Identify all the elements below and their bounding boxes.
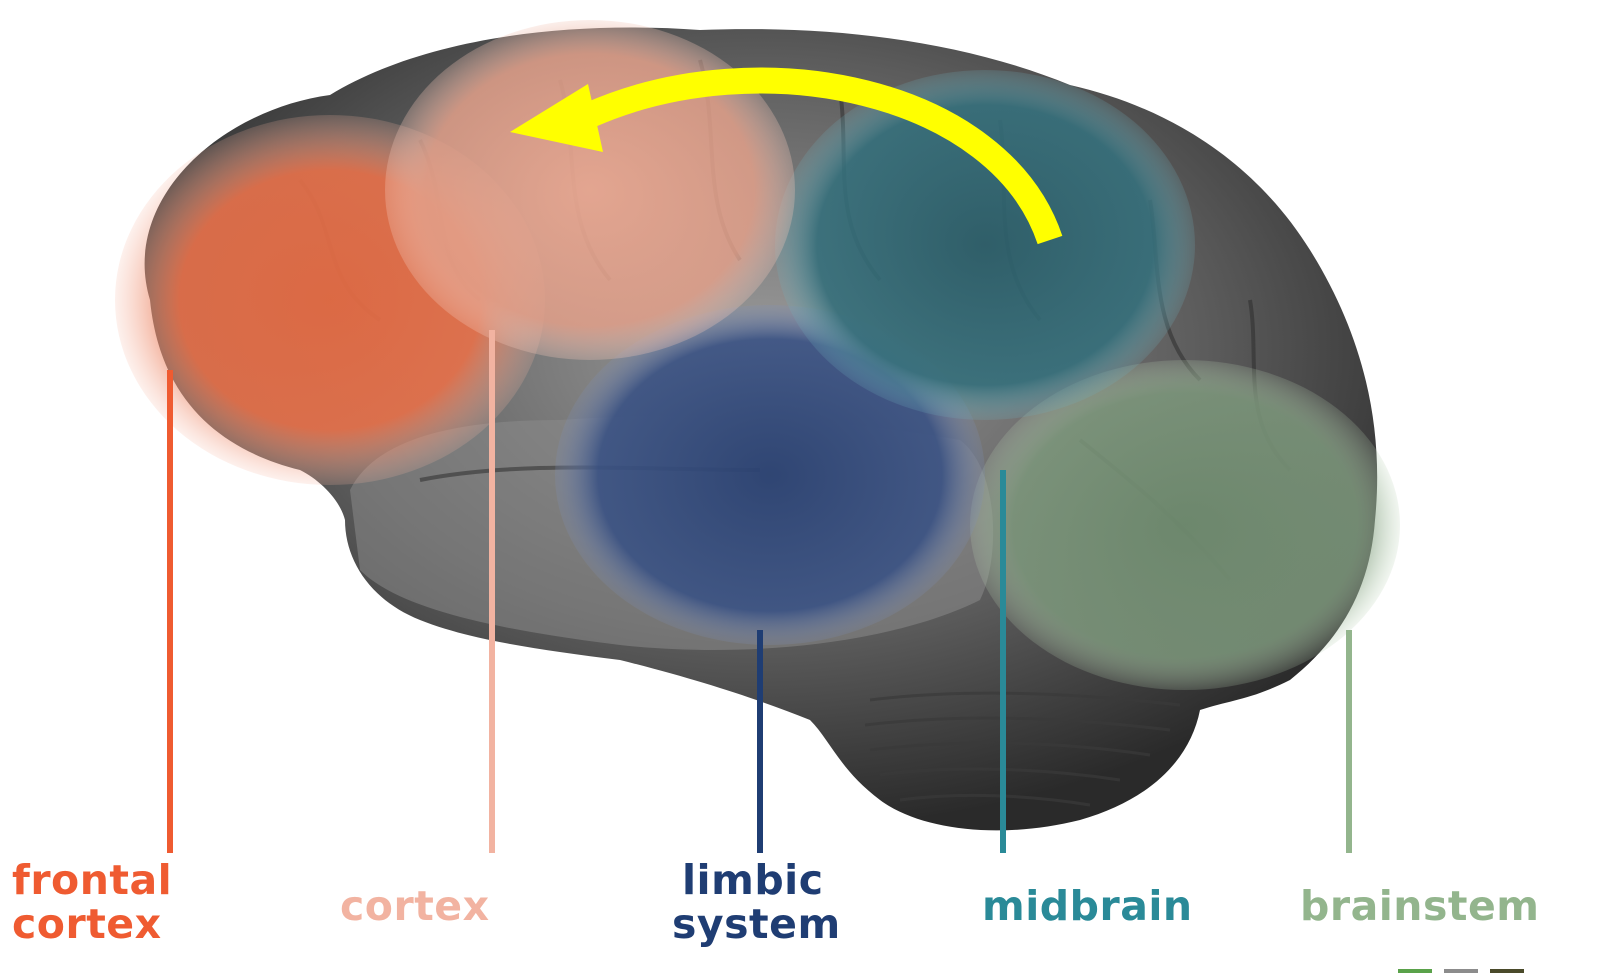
label-frontal-cortex-line2: cortex (12, 902, 172, 946)
marker-gray (1444, 969, 1478, 973)
label-frontal-cortex: frontal cortex (12, 858, 172, 946)
marker-green (1398, 969, 1432, 973)
label-limbic-system-line1: limbic (672, 858, 841, 902)
label-brainstem-line1: brainstem (1300, 884, 1540, 928)
label-limbic-system-line2: system (672, 902, 841, 946)
label-midbrain-line1: midbrain (982, 884, 1193, 928)
label-frontal-cortex-line1: frontal (12, 858, 172, 902)
marker-olive (1490, 969, 1524, 973)
label-limbic-system: limbic system (672, 858, 841, 946)
label-cortex: cortex (340, 884, 490, 928)
label-brainstem: brainstem (1300, 884, 1540, 928)
midbrain-region (775, 70, 1195, 420)
label-cortex-line1: cortex (340, 884, 490, 928)
label-midbrain: midbrain (982, 884, 1193, 928)
